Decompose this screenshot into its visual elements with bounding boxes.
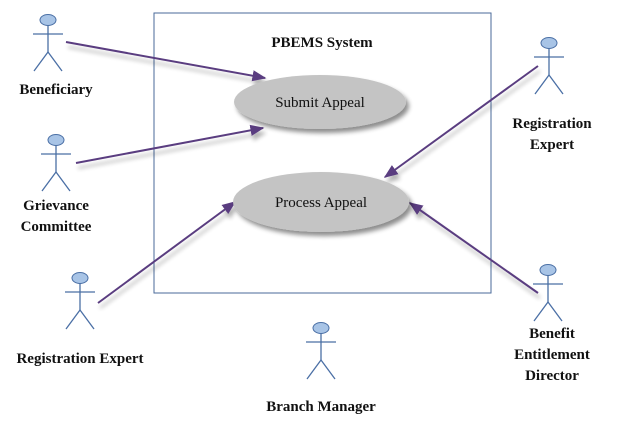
stick-figure-icon [65,272,95,330]
actor-label: Benefit [529,326,575,342]
actor-label: Registration [512,116,592,132]
association-grievance-to-submit [75,124,265,164]
actor-branch[interactable]: Branch Manager [266,322,376,416]
use-case-process-appeal[interactable]: Process Appeal [233,172,409,232]
association-regexp-right-to-process [383,65,539,178]
stick-figure-icon [534,37,564,95]
actor-label: Registration Expert [16,351,143,367]
actor-label: Committee [21,219,92,235]
actor-label: Entitlement [514,347,590,363]
stick-figure-icon [533,264,563,322]
actor-label: Grievance [23,198,89,214]
stick-figure-icon [33,14,63,72]
actor-label: Beneficiary [19,82,93,98]
actor-regexp-left[interactable]: Registration Expert [16,272,144,368]
actor-label: Branch Manager [266,399,376,415]
stick-figure-icon [306,322,336,380]
actor-label: Director [525,368,579,384]
association-regexp-left-to-process [97,201,237,304]
system-title: PBEMS System [271,35,373,51]
association-benefit-to-process [408,202,539,294]
stick-figure-icon [41,134,71,192]
use-case-submit-appeal[interactable]: Submit Appeal [234,75,406,129]
associations [65,41,539,306]
use-case-label: Submit Appeal [275,95,365,111]
actor-label: Expert [530,137,574,153]
use-case-label: Process Appeal [275,195,367,211]
actor-beneficiary[interactable]: Beneficiary [19,14,93,99]
system-boundary: PBEMS System [153,12,492,294]
association-beneficiary-to-submit [65,41,267,82]
